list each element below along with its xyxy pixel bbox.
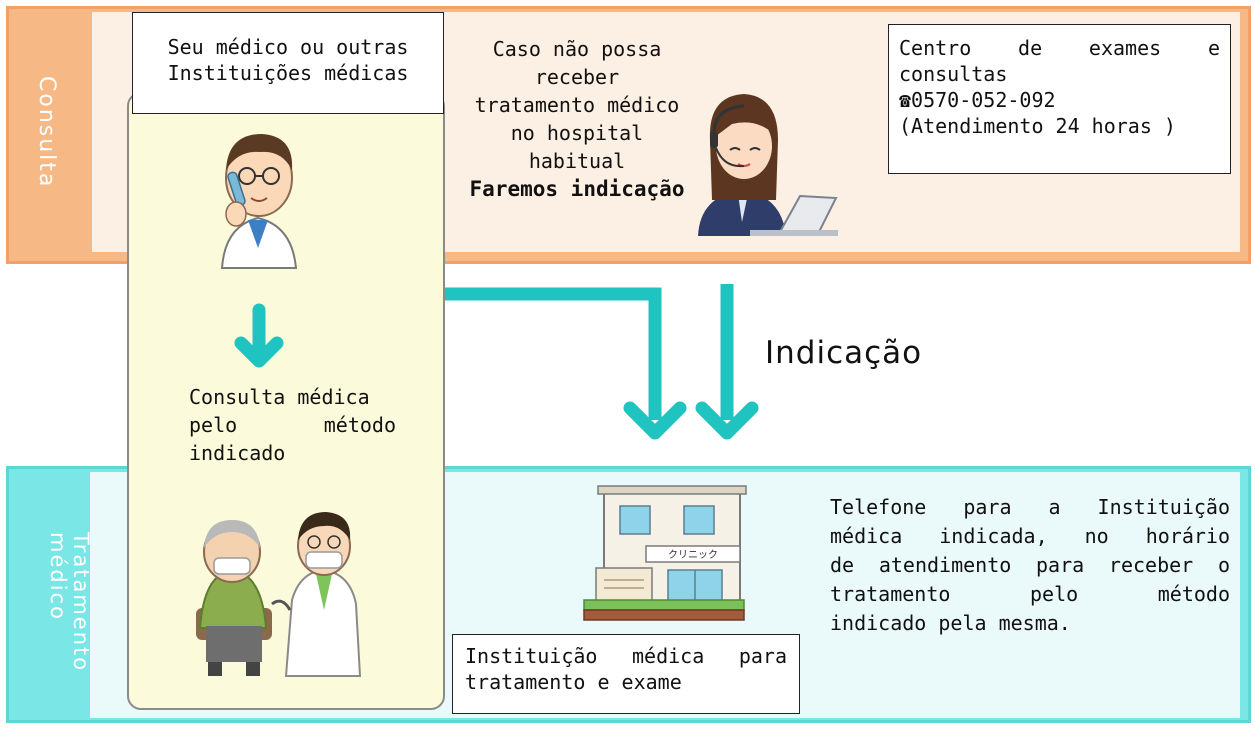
referral-note-line: no hospital <box>510 121 644 145</box>
telefone-line4: tratamento pelo método <box>830 582 1230 606</box>
referral-note-line: Caso não possa <box>492 37 662 61</box>
tratamento-section-label: Tratamento médico <box>46 532 94 673</box>
consulta-medica-line1: Consulta médica <box>189 385 370 409</box>
indicacao-label: Indicação <box>765 335 923 371</box>
referral-note-line: habitual <box>528 149 626 173</box>
doctor-box-line1: Seu médico ou outras <box>167 35 409 59</box>
institution-line1: Instituição médica para <box>465 644 787 668</box>
referral-note-line: receber <box>534 65 620 89</box>
tratamento-label-line1: Tratamento <box>69 532 94 673</box>
down-arrow-icon <box>234 336 284 368</box>
clinic-sign-text: クリニック <box>668 549 718 561</box>
exam-center-box: Centro de exames e consultas ☎0570-052-0… <box>888 24 1231 174</box>
referral-note-line: tratamento médico <box>474 93 680 117</box>
telefone-line5: indicado pela mesma. <box>830 611 1071 635</box>
indicacao-arrowhead <box>695 401 759 440</box>
consulta-medica-line3: indicado <box>189 441 286 465</box>
center-phone: ☎0570-052-092 <box>899 88 1056 112</box>
consulta-section-label: Consulta <box>34 76 60 189</box>
telefone-line1: Telefone para a Instituição <box>830 495 1230 519</box>
consulta-medica-note: Consulta médica pelo método indicado <box>189 383 396 467</box>
telefone-line2: médica indicada, no horário <box>830 524 1230 548</box>
center-hours: (Atendimento 24 horas ) <box>899 114 1176 138</box>
center-line1: Centro de exames e <box>899 36 1220 60</box>
referral-arrowhead <box>623 401 687 440</box>
doctor-source-box: Seu médico ou outras Instituições médica… <box>132 12 444 114</box>
doctor-box-line2: Instituições médicas <box>167 61 409 85</box>
center-line2: consultas <box>899 62 1008 86</box>
referral-path-arrow-line <box>445 287 662 420</box>
referral-note-bold: Faremos indicação <box>469 177 685 201</box>
consulta-medica-line2: pelo método <box>189 413 396 437</box>
tratamento-label-line2: médico <box>46 532 71 621</box>
institution-box: Instituição médica para tratamento e exa… <box>452 634 800 714</box>
telefone-note: Telefone para a Instituição médica indic… <box>830 493 1230 638</box>
institution-line2: tratamento e exame <box>465 670 682 694</box>
referral-note: Caso não possa receber tratamento médico… <box>452 35 702 203</box>
telefone-line3: de atendimento para receber o <box>830 553 1230 577</box>
